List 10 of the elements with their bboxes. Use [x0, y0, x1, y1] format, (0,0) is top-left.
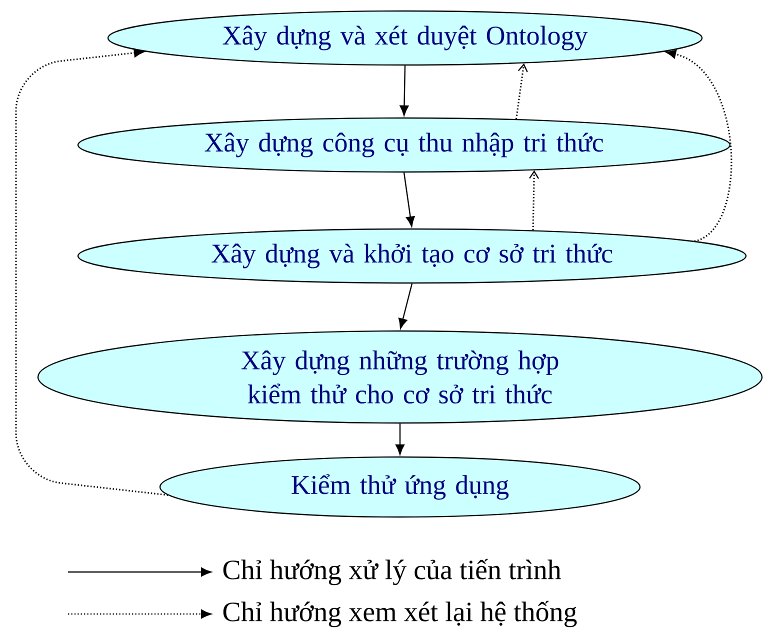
legend-text: Chỉ hướng xem xét lại hệ thống [223, 600, 577, 628]
arrow [398, 283, 413, 329]
dotted-arrow [666, 50, 732, 242]
arrow [403, 172, 415, 227]
dotted-arrow [529, 170, 540, 230]
arrow [400, 66, 409, 116]
arrow [396, 424, 404, 455]
dotted-arrow [15, 48, 168, 496]
legend-text: Chỉ hướng xử lý của tiến trình [223, 558, 561, 586]
dotted-arrow [515, 63, 528, 120]
